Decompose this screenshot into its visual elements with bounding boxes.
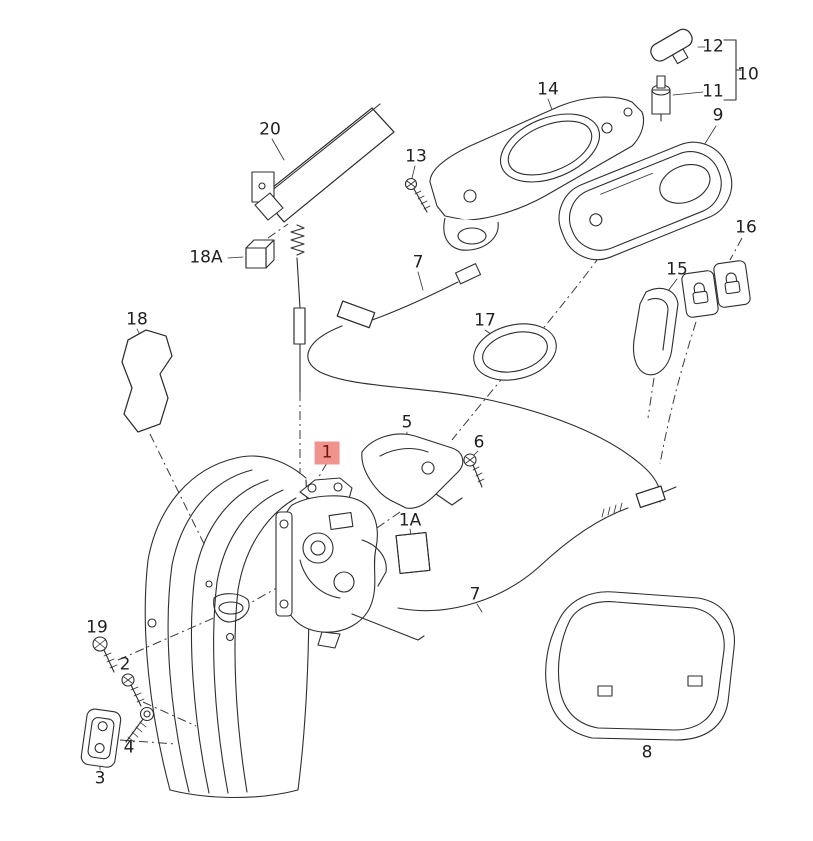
part-callout-1a[interactable]: 1A [398,510,422,531]
part-1-door-lock [275,477,425,649]
part-callout-19[interactable]: 19 [86,617,108,638]
part-callout-13[interactable]: 13 [405,146,427,167]
part-callout-9[interactable]: 9 [712,105,724,126]
part-callout-14[interactable]: 14 [537,79,559,100]
part-11-cylinder [651,75,671,122]
part-callout-1-highlighted[interactable]: 1 [314,441,340,465]
part-callout-18a[interactable]: 18A [189,247,223,268]
part-1a-pad [395,531,431,575]
part-callout-18[interactable]: 18 [126,309,148,330]
part-5-bracket [361,433,464,509]
padlock-icon [724,272,741,295]
part-callout-15[interactable]: 15 [666,259,688,280]
part-callout-11[interactable]: 11 [702,81,724,102]
part-18a-clip [245,239,275,269]
door-panel-drawing [144,455,310,799]
part-callout-17[interactable]: 17 [474,310,496,331]
part-14-handle-carrier [429,96,645,251]
padlock-icon [692,282,709,305]
part-12-grip-cap [650,28,693,65]
part-16-lock-covers [681,260,751,318]
part-callout-4[interactable]: 4 [123,737,135,758]
part-callout-8[interactable]: 8 [641,742,653,763]
part-3-striker-plate [80,708,122,768]
part-9-handle-bezel [558,141,733,261]
cable-window-rail [290,224,306,393]
part-2-screw [121,673,145,707]
part-7-cables [307,263,677,612]
part-callout-7-lower[interactable]: 7 [469,584,481,605]
part-13-screw [404,177,431,213]
part-callout-5[interactable]: 5 [401,412,413,433]
part-callout-6[interactable]: 6 [473,432,485,453]
part-callout-20[interactable]: 20 [259,119,281,140]
part-callout-2[interactable]: 2 [119,654,131,675]
part-15-trim-cover [632,287,679,376]
part-18-damper [121,329,173,433]
part-6-screw [463,453,485,488]
part-callout-16[interactable]: 16 [735,217,757,238]
part-callout-12[interactable]: 12 [702,36,724,57]
part-callout-7-upper[interactable]: 7 [412,252,424,273]
part-10-bracket [723,39,742,101]
part-19-screw [92,636,118,673]
part-callout-3[interactable]: 3 [94,768,106,789]
part-17-gasket [473,323,557,381]
part-8-grille-panel [545,591,735,741]
part-callout-10[interactable]: 10 [737,64,759,85]
part-4-bolt [125,706,155,743]
part-20-window-rail [251,103,395,223]
